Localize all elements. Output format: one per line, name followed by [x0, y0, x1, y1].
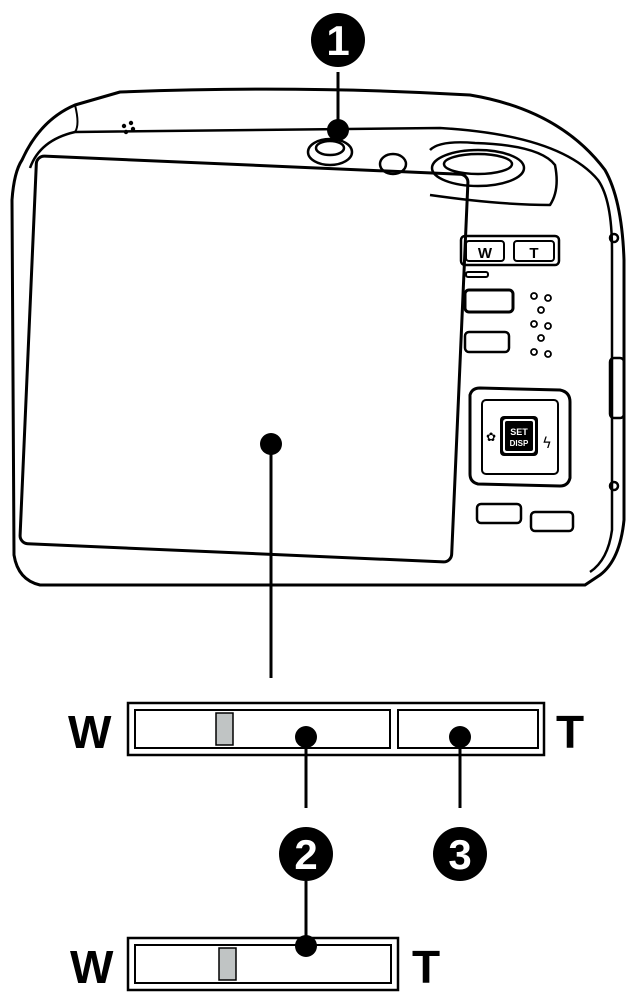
zoom-bar-top-tele-label: T	[556, 706, 584, 758]
flash-icon: ϟ	[542, 434, 552, 452]
indicator-led	[465, 271, 489, 278]
callout-2-number: 2	[294, 831, 317, 878]
side-button-2	[463, 330, 511, 354]
side-port	[608, 232, 626, 492]
callout-3-number: 3	[448, 831, 471, 878]
zoom-bar-bottom-wide-label: W	[70, 941, 114, 993]
callout-2-marker	[279, 827, 333, 881]
lcd-screen	[18, 154, 470, 564]
power-button	[306, 137, 354, 167]
zoom-bar-top-frame	[126, 701, 546, 757]
nav-center-disp-label: DISP	[510, 439, 529, 448]
shutter-button	[430, 148, 526, 188]
zoom-bar-bottom-tele-label: T	[412, 941, 440, 993]
zoom-lever-w-label: W	[478, 245, 493, 262]
callout-3-marker	[433, 827, 487, 881]
zoom-bar-top-position-indicator	[215, 712, 234, 746]
lamp	[378, 152, 408, 176]
zoom-bar-bottom-frame	[126, 936, 400, 992]
macro-icon: ✿	[486, 430, 496, 444]
callout-1-dot	[327, 119, 349, 141]
microphone-holes	[530, 292, 552, 358]
bottom-button-right	[529, 510, 575, 533]
callout-1-marker	[311, 13, 365, 67]
callout-2-bottom-dot	[295, 935, 317, 957]
zoom-lever: W T	[459, 234, 561, 267]
zoom-bar-top-optical-section	[134, 709, 391, 749]
navigation-pad: SET DISP ✿ ϟ	[468, 386, 572, 488]
zoom-bar-top-wide-label: W	[68, 706, 112, 758]
zoom-bar-bottom-position-indicator	[218, 947, 237, 981]
nav-center-set-label: SET	[510, 427, 528, 437]
zoom-lever-t-label: T	[529, 245, 538, 262]
bottom-button-left	[475, 502, 523, 525]
side-button-1	[463, 288, 515, 314]
zoom-bar-bottom-optical-section	[134, 944, 392, 984]
callout-1-number: 1	[326, 17, 349, 64]
zoom-bar-bottom: W T	[70, 936, 440, 993]
camera-body	[10, 87, 626, 587]
zoom-bar-top-digital-section	[397, 709, 539, 749]
speaker-holes	[121, 120, 136, 135]
zoom-bar-top: W T	[68, 701, 584, 758]
